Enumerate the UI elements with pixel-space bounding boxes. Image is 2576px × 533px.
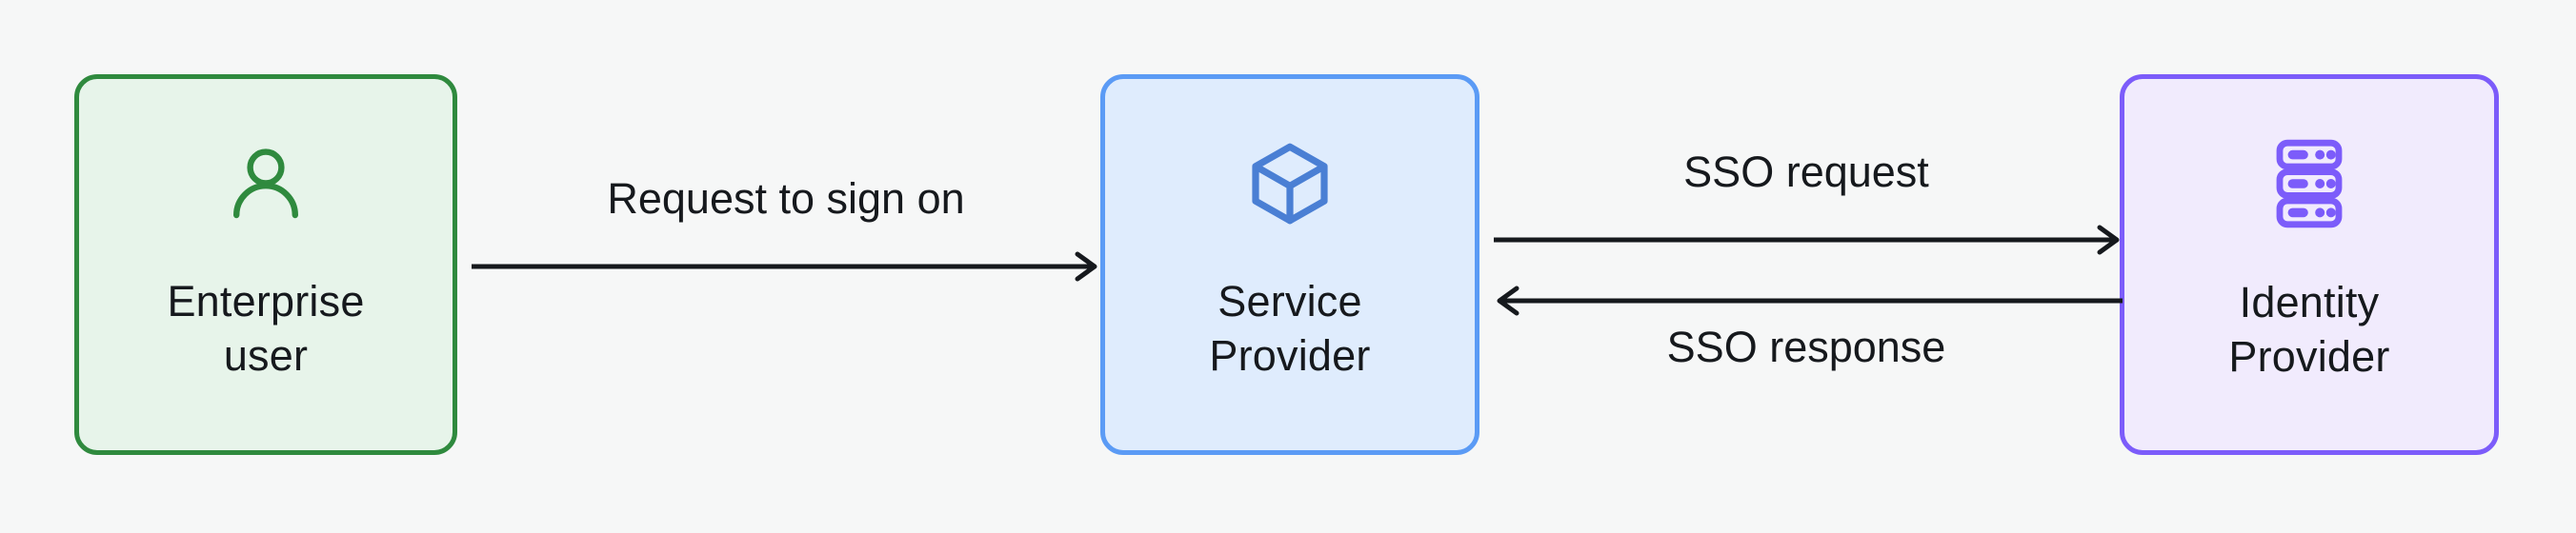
node-label-enterprise-user: Enterprise user [167, 277, 365, 380]
cube-icon [1244, 138, 1336, 229]
edge-label-sso-response: SSO response [1666, 323, 1946, 371]
server-rack-icon [2264, 136, 2355, 231]
node-enterprise-user[interactable]: Enterprise user [74, 74, 457, 455]
node-service-provider[interactable]: Service Provider [1100, 74, 1479, 455]
node-identity-provider[interactable]: Identity Provider [2120, 74, 2499, 455]
edge-arrow-sso-response [1494, 284, 2123, 323]
edge-label-sso-request: SSO request [1683, 148, 1929, 196]
node-label-service-provider: Service Provider [1209, 277, 1371, 380]
node-label-identity-provider: Identity Provider [2228, 278, 2390, 381]
edge-label-request-to-sign-on: Request to sign on [607, 174, 965, 223]
edge-arrow-sso-request [1494, 223, 2123, 262]
edge-arrow-request-to-sign-on [472, 249, 1100, 288]
person-icon [220, 138, 312, 229]
